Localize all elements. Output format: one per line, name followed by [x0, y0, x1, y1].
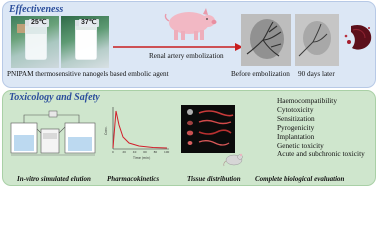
pk-caption: Pharmacokinetics — [107, 175, 160, 183]
elution-caption: In-vitro simulated elution — [17, 175, 91, 183]
elution-apparatus — [10, 110, 96, 156]
temp-label-37c: 37℃ — [79, 19, 99, 27]
pk-curve — [112, 110, 168, 149]
toxicology-title: Toxicology and Safety — [9, 92, 100, 103]
tissue-distribution-panel — [181, 105, 235, 153]
effectiveness-title: Effectiveness — [9, 4, 64, 15]
tissue-specimens-graphic — [186, 109, 234, 146]
renal-embolization-caption: Renal artery embolization — [149, 52, 224, 60]
pk-x-tick-label: 80 — [154, 150, 158, 154]
pk-x-tick-label: 20 — [122, 150, 126, 154]
pk-chart: 0 20 40 60 80 100 Time (min) Conc. — [104, 107, 170, 160]
pk-x-tick-label: 40 — [133, 150, 137, 154]
mouse-illustration — [223, 153, 243, 167]
evaluation-item: Sensitization — [277, 113, 315, 123]
pk-x-label: Time (min) — [132, 156, 150, 160]
pig-illustration — [164, 8, 217, 40]
pk-y-label: Conc. — [104, 126, 108, 135]
angiogram-after — [295, 14, 339, 66]
evaluation-list: Haemocompatibility Cytotoxicity Sensitiz… — [277, 96, 365, 159]
vial-37c-graphic — [75, 20, 97, 60]
toxicology-panel: Toxicology and Safety In-vitro simulated… — [2, 90, 376, 186]
angiogram-after-graphic — [298, 21, 331, 57]
nanogels-caption: PNIPAM thermosensitive nanogels based em… — [7, 70, 169, 78]
vial-photo-25c: 25℃ — [11, 16, 59, 68]
effectiveness-panel: Effectiveness 25℃ 37℃ PNIPAM thermosensi… — [2, 1, 376, 88]
pk-x-tick-label: 100 — [164, 150, 170, 154]
figure-root: Effectiveness 25℃ 37℃ PNIPAM thermosensi… — [2, 1, 376, 186]
angiogram-before — [241, 14, 291, 66]
angiogram-before-graphic — [246, 19, 284, 59]
before-embolization-caption: Before embolization — [231, 70, 290, 78]
evaluation-caption: Complete biological evaluation — [255, 175, 345, 183]
tissue-caption: Tissue distribution — [187, 175, 241, 183]
embolization-arrow — [113, 43, 243, 51]
pk-x-tick-label: 0 — [112, 150, 114, 154]
pk-ticks: 0 20 40 60 80 100 — [112, 150, 170, 154]
pk-x-tick-label: 60 — [143, 150, 147, 154]
evaluation-item: Haemocompatibility — [277, 96, 337, 105]
evaluation-item: Pyrogenicity — [277, 122, 315, 132]
evaluation-item: Acute and subchronic toxicity — [277, 149, 365, 159]
ninety-days-caption: 90 days later — [298, 70, 335, 78]
vial-photo-37c: 37℃ — [61, 16, 109, 68]
temp-label-25c: 25℃ — [29, 19, 49, 27]
kidney-specimen — [344, 24, 372, 50]
evaluation-item: Cytotoxicity — [277, 104, 314, 114]
evaluation-item: Implantation — [277, 131, 315, 141]
evaluation-item: Genetic toxicity — [277, 140, 324, 150]
